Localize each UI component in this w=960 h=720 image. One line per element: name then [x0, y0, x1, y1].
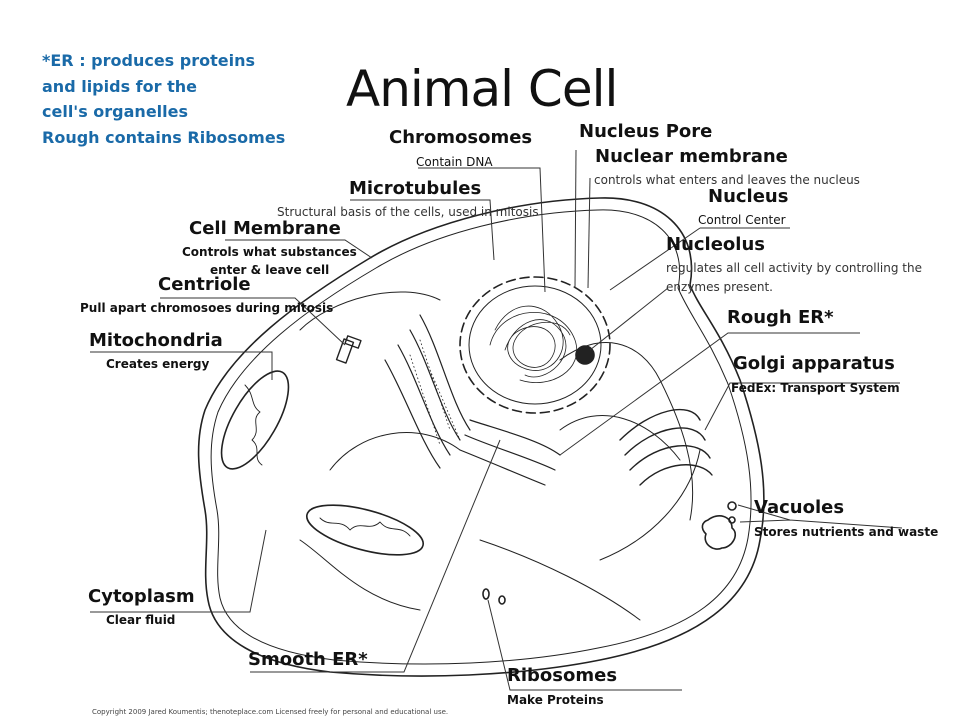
mitochondria-label: Mitochondria — [89, 330, 223, 351]
copyright-notice: Copyright 2009 Jared Koumentis; thenotep… — [92, 708, 449, 716]
er-note-line-3: cell's organelles — [42, 102, 189, 121]
nucleolus-desc-1: regulates all cell activity by controlli… — [666, 261, 922, 275]
nucleolus-desc-2: enzymes present. — [666, 280, 773, 294]
vacuole-3 — [728, 516, 736, 524]
vacuoles-desc: Stores nutrients and waste — [754, 525, 939, 539]
golgi-shape — [619, 408, 713, 486]
centriole-shape — [335, 335, 362, 364]
ribosomes-desc: Make Proteins — [507, 693, 604, 707]
microtubules-label: Microtubules — [349, 178, 482, 199]
er-note: *ER : produces proteins and lipids for t… — [42, 48, 285, 150]
nucleus-inner — [468, 285, 602, 405]
nuclear-membrane-desc: controls what enters and leaves the nucl… — [594, 173, 860, 187]
cell-membrane-outline — [197, 197, 765, 677]
nuclear-membrane-label: Nuclear membrane — [595, 146, 788, 167]
smooth-er-label: Smooth ER* — [248, 649, 368, 670]
er-note-line-4: Rough contains Ribosomes — [42, 127, 286, 147]
page-title: Animal Cell — [346, 60, 618, 118]
er-note-line-2: and lipids for the — [42, 76, 197, 96]
cell-membrane-desc-1: Controls what substances — [182, 245, 357, 259]
nucleus-desc: Control Center — [698, 213, 786, 227]
nucleolus-label: Nucleolus — [666, 234, 765, 255]
mitochondrion-2 — [306, 504, 424, 556]
ribosomes-label: Ribosomes — [507, 665, 618, 686]
er-note-line-1: *ER : produces proteins — [42, 51, 255, 70]
ribosome-2 — [498, 595, 506, 605]
golgi-desc: FedEx: Transport System — [731, 381, 900, 395]
rough-er-label: Rough ER* — [727, 307, 834, 328]
cytoplasm-desc: Clear fluid — [106, 613, 176, 627]
chromosomes-label: Chromosomes — [389, 127, 533, 148]
nucleus-outer — [459, 276, 611, 414]
mitochondria-desc: Creates energy — [106, 357, 210, 371]
chromosomes-desc: Contain DNA — [416, 155, 493, 169]
cell-membrane-inner — [210, 209, 752, 665]
centriole-desc: Pull apart chromosoes during mitosis — [80, 301, 334, 315]
nucleus-pore-label: Nucleus Pore — [579, 121, 713, 142]
vacuole-2 — [727, 501, 737, 511]
cell-membrane-desc-2: enter & leave cell — [210, 263, 330, 277]
golgi-label: Golgi apparatus — [733, 353, 895, 374]
nucleus-label: Nucleus — [708, 186, 789, 207]
microtubules-desc: Structural basis of the cells, used in m… — [277, 205, 539, 219]
mitochondrion-1 — [220, 370, 290, 470]
cytoplasm-label: Cytoplasm — [88, 586, 195, 607]
vacuole-1 — [701, 515, 737, 550]
cell-membrane-label: Cell Membrane — [189, 218, 341, 239]
ribosome-1 — [482, 588, 490, 600]
vacuoles-label: Vacuoles — [754, 497, 845, 518]
centriole-label: Centriole — [158, 274, 251, 295]
nucleolus — [575, 345, 595, 365]
